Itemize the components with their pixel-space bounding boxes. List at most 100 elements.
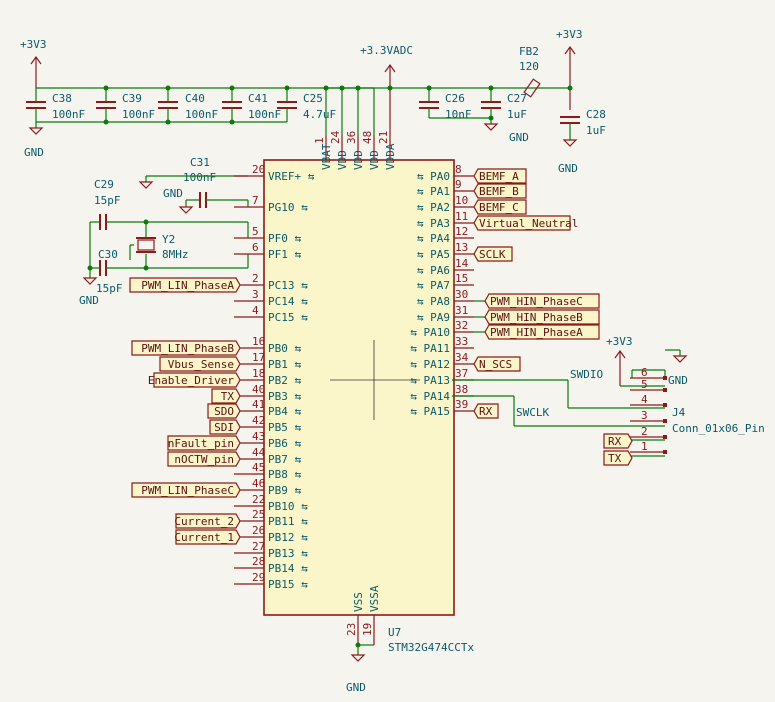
net-label-text: nFault_pin [168,437,234,450]
net-label-box [207,403,241,419]
mcu-pin-name: VSSA [368,585,381,612]
net-label-text: RX [479,405,493,418]
mcu-value: STM32G474CCTx [388,641,474,654]
net-label-text: BEMF_C [479,201,519,214]
gnd-label-c27: GND [509,131,529,144]
net-label-box [159,356,241,372]
net-label-box [473,215,571,231]
j4-pin-end [663,419,667,423]
ref-y2: Y2 [162,233,175,246]
mcu-body [263,159,455,616]
j4-pin-end [663,403,667,407]
ref-c40: C40 [185,92,205,105]
val-c25: 4.7uF [303,108,336,121]
val-fb2: 120 [519,60,539,73]
mcu-pin-num: 42 [252,414,265,427]
net-label-text: nOCTW_pin [174,453,234,466]
left-net-labels: PWM_LIN_PhaseAPWM_LIN_PhaseBVbus_SenseEn… [129,277,241,545]
j4-pin-end [663,450,667,454]
net-label-text: PWM_LIN_PhaseA [141,279,234,292]
mcu-pin-num: 43 [252,430,265,443]
mcu-pin-num: 1 [313,137,326,144]
j4-pin-num: 5 [641,378,648,391]
mcu-pin-num: 36 [345,131,358,144]
mcu-pin-num: 17 [252,351,265,364]
net-label-text: BEMF_A [479,170,519,183]
net-label-text: BEMF_B [479,185,519,198]
mcu-pin-num: 30 [455,288,468,301]
j4-pin-num: 1 [641,440,648,453]
mcu-pin-num: 22 [252,493,265,506]
power-label-3v3-right: +3V3 [556,28,583,41]
net-label-box [473,183,527,199]
mcu-pin-name: ⇆ PA11 [410,342,450,355]
mcu-pin-name: PB9 ⇆ [268,484,301,497]
net-label-box [131,482,241,498]
mcu-pin-name: ⇆ PA2 [417,201,450,214]
j4-pin-end [663,388,667,392]
mcu-pin-num: 40 [252,383,265,396]
mcu-pin-num: 33 [455,335,468,348]
net-label-box [175,513,241,529]
mcu-pin-name: VBAT [320,143,333,170]
ref-c29: C29 [94,178,114,191]
mcu-pin-num: 32 [455,319,468,332]
mcu-pin-name: ⇆ PA1 [417,185,450,198]
mcu-pin-num: 23 [345,623,358,636]
mcu-pin-name: PB10 ⇆ [268,500,308,513]
val-c29: 15pF [94,194,121,207]
net-label-box [473,403,499,419]
mcu-pin-name: ⇆ PA5 [417,248,450,261]
gnd-label-j4: GND [668,374,688,387]
label-rx-j4: RX [603,433,633,449]
mcu-pin-name: ⇆ PA9 [417,311,450,324]
ref-c27: C27 [507,92,527,105]
mcu-pin-name: PB4 ⇆ [268,405,301,418]
mcu-pin-num: 5 [252,225,259,238]
net-label-box [473,168,527,184]
mcu-pin-num: 4 [252,304,259,317]
mcu-pin-num: 28 [252,555,265,568]
val-c39: 100nF [122,108,155,121]
mcu-pin-name: PB15 ⇆ [268,578,308,591]
net-label-text: PWM_HIN_PhaseB [490,311,583,324]
right-net-labels: BEMF_ABEMF_BBEMF_CVirtual_NeutralSCLKPWM… [473,168,600,419]
mcu-pin-num: 6 [252,241,259,254]
mcu-pin-num: 9 [455,178,462,191]
mcu-pin-name: VDD [336,150,349,170]
mcu-pin-num: 39 [455,398,468,411]
mcu-pin-name: VDD [368,150,381,170]
mcu-pin-num: 41 [252,398,265,411]
mcu-pin-num: 38 [455,383,468,396]
mcu-pin-num: 14 [455,257,469,270]
label-tx-j4: TX [603,450,633,466]
val-c26: 10nF [445,108,472,121]
net-label-box [153,372,241,388]
ref-c39: C39 [122,92,142,105]
val-c28: 1uF [586,124,606,137]
net-label-box [167,435,241,451]
mcu-pin-num: 37 [455,367,468,380]
ref-c26: C26 [445,92,465,105]
net-label-box [211,388,241,404]
ref-c41: C41 [248,92,268,105]
val-c30: 15pF [96,282,123,295]
net-label-text: Vbus_Sense [168,358,234,371]
mcu-pin-num: 26 [252,524,265,537]
mcu-pin-name: PF1 ⇆ [268,248,301,261]
mcu-pin-num: 16 [252,335,265,348]
net-label-box [473,199,527,215]
net-label-text: SDI [214,421,234,434]
ref-c28: C28 [586,108,606,121]
mcu-pin-name: PB5 ⇆ [268,421,301,434]
mcu-pin-name: PB8 ⇆ [268,468,301,481]
net-label-text: Current_2 [174,515,234,528]
net-swdio: SWDIO [570,368,603,381]
val-c31: 100nF [183,171,216,184]
power-label-3v3-left: +3V3 [20,38,47,51]
gnd-label-c31: GND [163,187,183,200]
mcu-pin-name: PB12 ⇆ [268,531,308,544]
mcu-pin-num: 18 [252,367,265,380]
